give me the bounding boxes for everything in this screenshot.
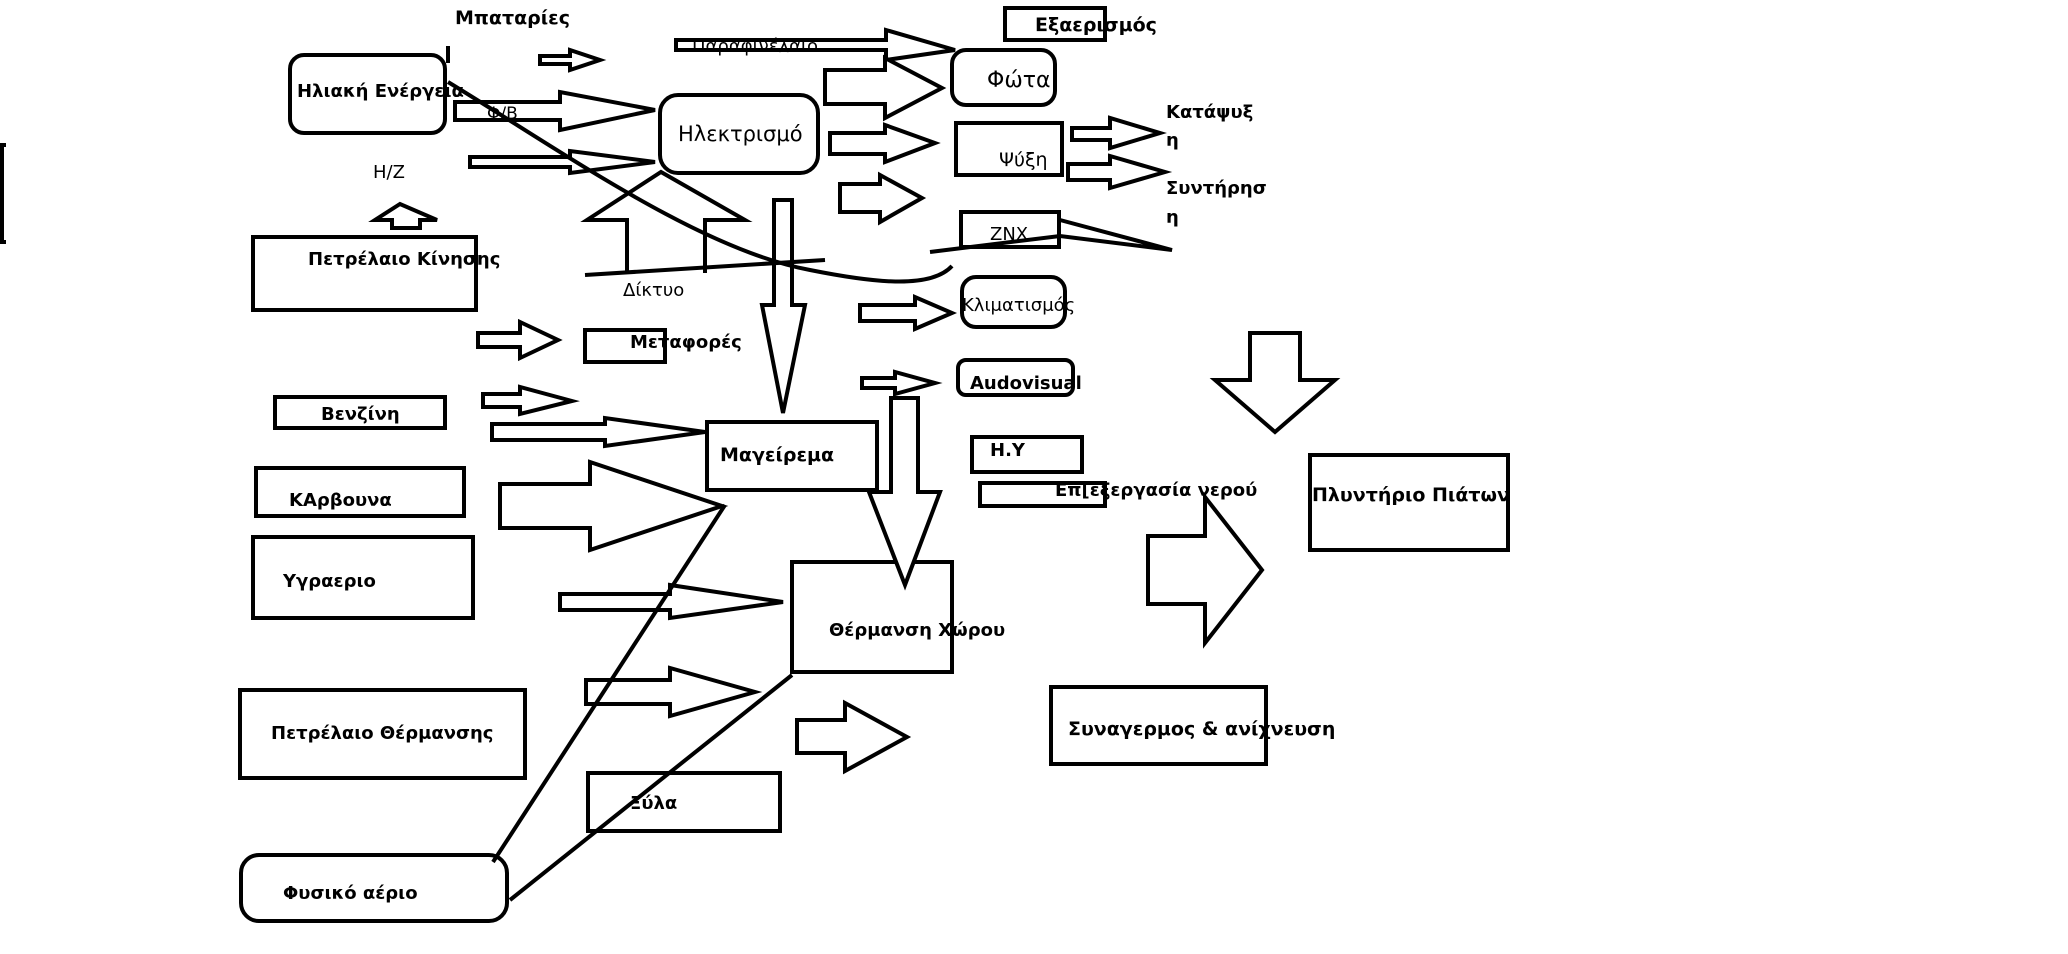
preservation-label-line1: Συντήρησ (1166, 178, 1267, 199)
lpg-box (251, 535, 475, 620)
petrol-box (273, 395, 447, 430)
preservation-label-line2: η (1166, 207, 1179, 228)
dhw-wedge (929, 218, 1173, 254)
dishwasher-box (1308, 453, 1510, 552)
coal-label: ΚΑρβουνα (289, 490, 392, 511)
cooling-label: Ψύξη (999, 149, 1048, 171)
ventilation-box (1003, 6, 1107, 42)
lights-label: Φώτα (987, 68, 1051, 93)
arrow-hz-up (368, 201, 438, 230)
cooking-box (705, 420, 879, 492)
arrow-down-cooking (759, 198, 808, 414)
audiovisual-box (956, 358, 1075, 397)
heating-oil-label: Πετρέλαιο Θέρμανσης (271, 723, 493, 744)
arrow-to-transport (476, 318, 563, 362)
arrow-to-aircon (858, 293, 958, 333)
arrow-batteries (538, 47, 607, 73)
water-processing-label: Επ[εξεργασία νερού (1055, 480, 1257, 501)
solar-label: Ηλιακή Ενέργεια (297, 81, 464, 102)
arrow-pv (453, 89, 656, 133)
heating-oil-box (238, 688, 527, 780)
arrow-petrol-cooking (490, 415, 706, 449)
freezer-label-line2: η (1166, 130, 1179, 151)
solar-energy-box (288, 53, 447, 135)
arrow-petrol (481, 384, 580, 417)
water-processing-box (978, 481, 1107, 508)
arrow-to-audiovisual (860, 369, 943, 397)
transport-box (583, 328, 667, 364)
aircon-box (960, 275, 1067, 329)
grid-line (584, 258, 826, 277)
ventilation-label: Εξαερισμός (1035, 14, 1157, 36)
natural-gas-box (239, 853, 509, 923)
electricity-box (658, 93, 820, 175)
hz-label: Η/Ζ (373, 162, 405, 183)
freezer-label-line1: Κατάψυξ (1166, 102, 1253, 123)
arrow-to-freezer (1070, 115, 1167, 151)
arrow-fireplace (674, 27, 956, 63)
audiovisual-label: Audovisual (970, 373, 1082, 394)
transport-label: Μεταφορές (630, 332, 742, 353)
cooling-box (954, 121, 1064, 177)
oil-motion-label: Πετρέλαιο Κίνησης (308, 249, 500, 270)
arrow-to-cooling (828, 122, 941, 165)
electricity-label: Ηλεκτρισμό (678, 122, 803, 146)
gas-to-heating-line (508, 673, 794, 902)
cooking-label: Μαγείρεμα (720, 444, 834, 466)
pc-label: Η.Υ (990, 440, 1026, 461)
grid-label: Δίκτυο (623, 280, 684, 301)
wood-label: Ξύλα (630, 793, 677, 814)
alarm-label: Συναγερμος & ανίχνευση (1068, 718, 1335, 740)
pc-box (970, 435, 1084, 474)
petrol-label: Βενζίνη (321, 404, 400, 425)
lights-box (950, 48, 1057, 107)
arrow-heating-oil (584, 665, 763, 719)
edge-bracket (0, 143, 6, 244)
coal-box (254, 466, 466, 518)
fireplace-label: Παραφινέλαιο (692, 36, 818, 57)
arrow-coal (498, 459, 729, 553)
arrow-down-heating (866, 396, 943, 591)
arrow-to-preservation (1066, 153, 1173, 191)
arrow-wood (795, 699, 912, 775)
curve-solar-to-aircon (446, 80, 954, 284)
oil-motion-box (251, 235, 478, 312)
lpg-label: Υγραεριο (282, 571, 376, 592)
natural-gas-label: Φυσικό αέριο (283, 883, 418, 904)
wood-box (586, 771, 782, 833)
gas-to-cooking-line (491, 503, 727, 864)
space-heating-box (790, 560, 954, 674)
arrow-to-dhw (838, 171, 927, 226)
arrow-large-right (1146, 491, 1265, 649)
dishwasher-label: Πλυντήριο Πιάτων (1312, 484, 1510, 506)
dhw-label: ΖΝΧ (990, 224, 1028, 245)
pv-label: Φ/Β (487, 104, 518, 124)
arrow-down-large (1209, 331, 1341, 435)
arrow-to-lights (823, 54, 947, 122)
batteries-label: Μπαταρίες (455, 7, 570, 29)
alarm-box (1049, 685, 1268, 766)
aircon-label: Κλιματισμός (962, 295, 1075, 316)
space-heating-label: Θέρμανση Χώρου (829, 620, 1005, 641)
arrow-grid-up (580, 169, 753, 273)
